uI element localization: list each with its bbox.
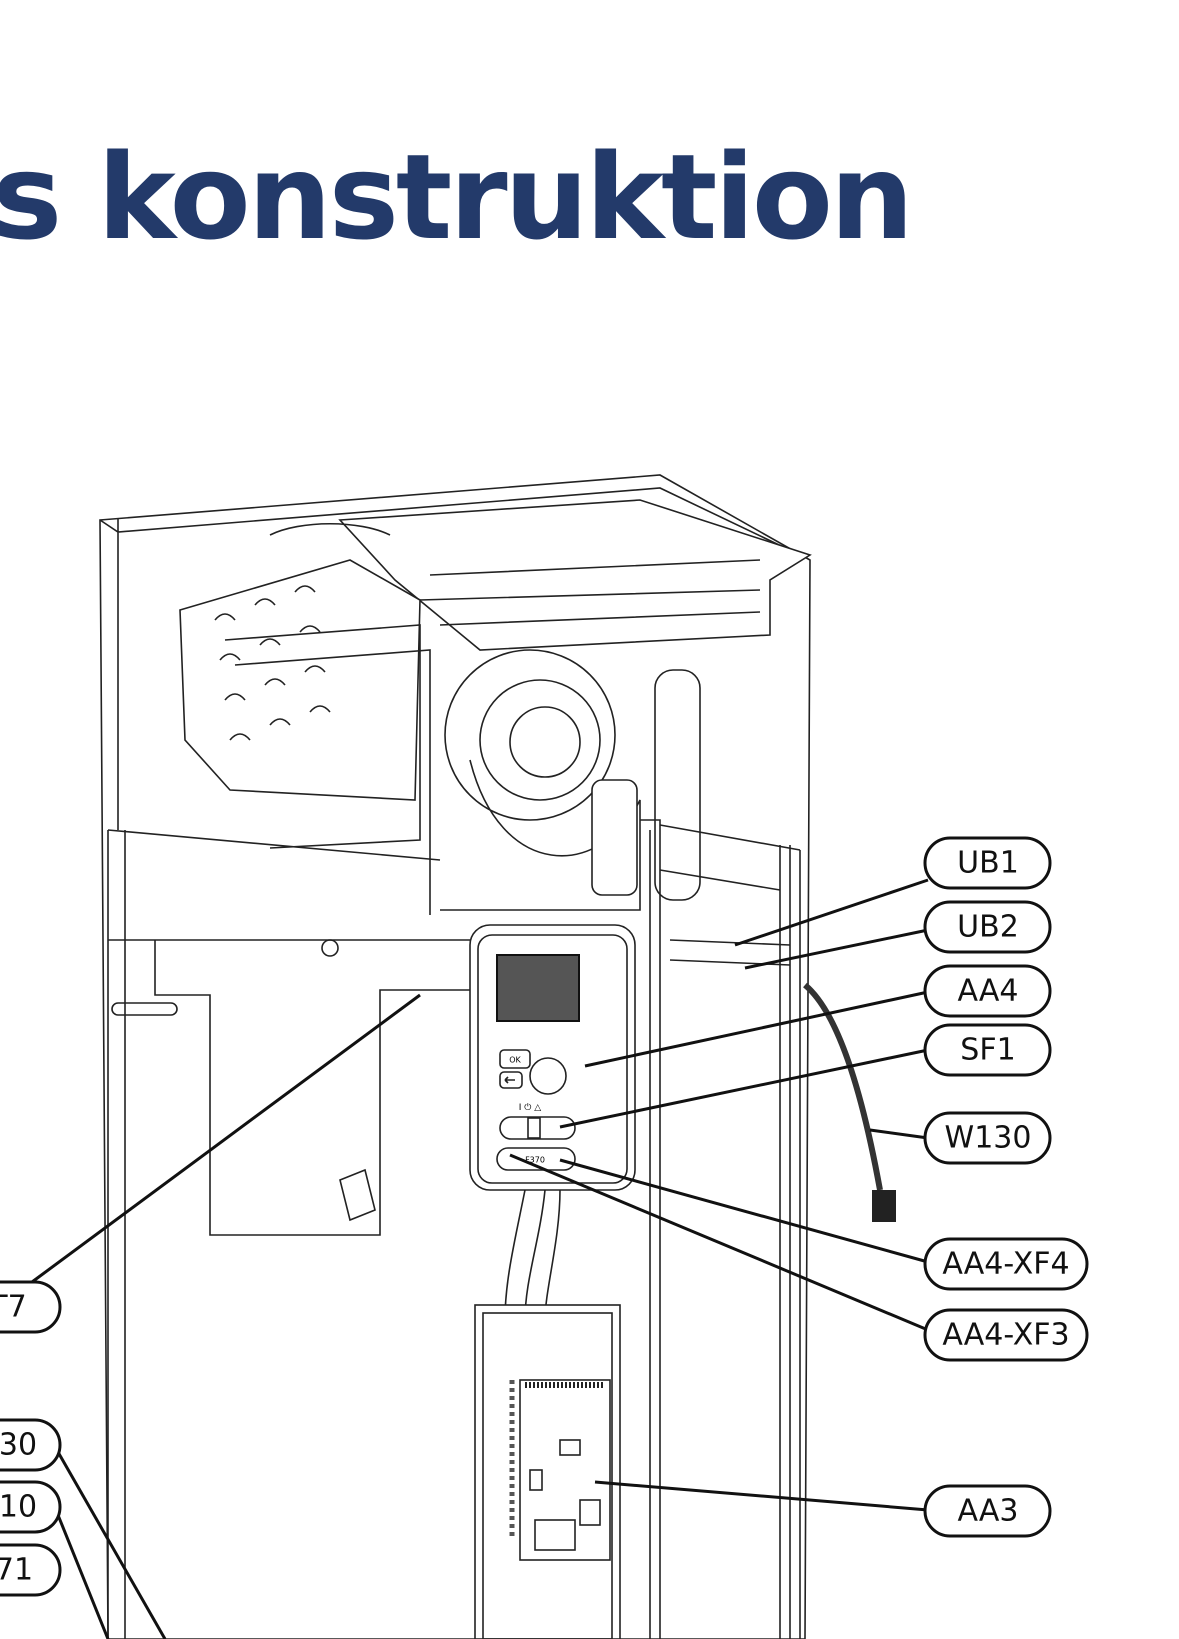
page-title: s konstruktion (0, 128, 914, 266)
ok-button-label: OK (509, 1056, 521, 1065)
callout-AA4-XF3: AA4-XF3 (923, 1308, 1089, 1362)
usb-port (496, 1147, 576, 1171)
ok-button (499, 1049, 531, 1069)
svg-text:AA4-XF4: AA4-XF4 (942, 1247, 1069, 1282)
callout-AA4-XF4: AA4-XF4 (923, 1237, 1089, 1291)
port-label: F370 (525, 1156, 545, 1165)
callout-10: 10 (0, 1480, 62, 1534)
svg-text:AA3: AA3 (958, 1494, 1019, 1529)
callout-W130: W130 (923, 1111, 1052, 1165)
svg-text:UB1: UB1 (957, 846, 1019, 881)
cable-connector (872, 1190, 896, 1222)
svg-text:T7: T7 (0, 1290, 27, 1325)
switch-marks: I ⏻ △ (519, 1102, 541, 1113)
control-knob (529, 1057, 567, 1095)
svg-text:AA4: AA4 (958, 974, 1019, 1009)
callout-T7: T7 (0, 1280, 62, 1334)
callout-AA3: AA3 (923, 1484, 1052, 1538)
svg-text:W130: W130 (945, 1121, 1032, 1156)
main-switch (499, 1116, 576, 1140)
callout-UB2: UB2 (923, 900, 1052, 954)
callout-SF1: SF1 (923, 1023, 1052, 1077)
svg-text:UB2: UB2 (957, 910, 1019, 945)
svg-text:10: 10 (0, 1490, 37, 1525)
svg-text:30: 30 (0, 1428, 37, 1463)
svg-text:SF1: SF1 (960, 1033, 1015, 1068)
unit-cabinet: OK I ⏻ △ F370 (99, 474, 896, 1639)
leader-lines (31, 878, 929, 1639)
callout-AA4: AA4 (923, 964, 1052, 1018)
display-screen (496, 954, 580, 1022)
svg-text:71: 71 (0, 1553, 33, 1588)
callout-UB1: UB1 (923, 836, 1052, 890)
svg-text:AA4-XF3: AA4-XF3 (942, 1318, 1069, 1353)
callout-71: 71 (0, 1543, 62, 1597)
callout-30: 30 (0, 1418, 62, 1472)
